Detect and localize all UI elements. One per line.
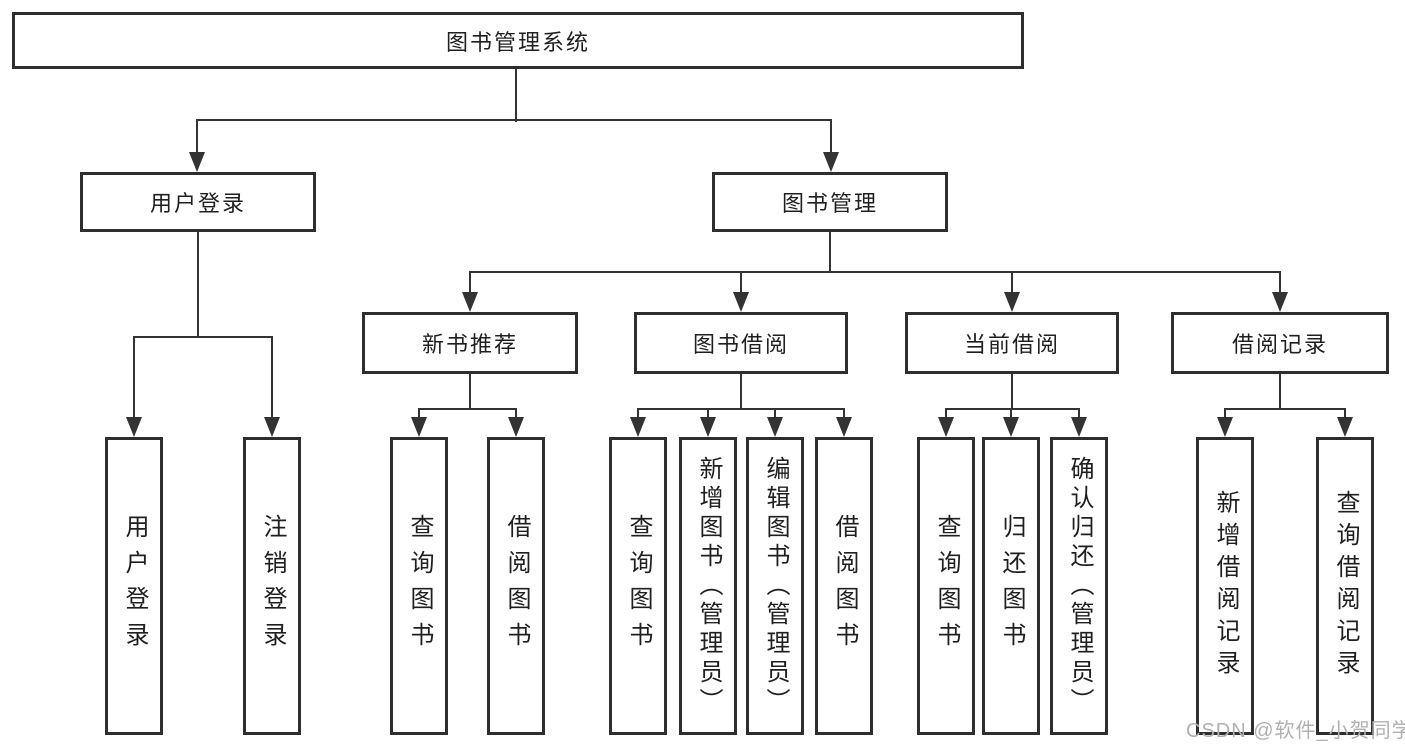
arrow-down-icon [733,292,749,312]
connector-line [1010,408,1012,420]
node-leaf-borrow-book-borrowing: 借阅图书 [815,437,873,735]
connector-line [1011,374,1013,410]
connector-line [945,408,947,420]
connector-line [637,408,845,410]
node-library-management-system: 图书管理系统 [12,12,1024,69]
connector-line [843,408,845,420]
connector-line [133,336,135,419]
connector-line [469,374,471,410]
node-book-borrowing: 图书借阅 [634,312,848,374]
connector-line [1078,408,1080,420]
arrow-down-icon [630,417,646,437]
arrow-down-icon [767,417,783,437]
node-label: 编辑图书（管理员） [762,455,789,717]
connector-line [830,120,832,154]
node-leaf-query-book-borrowing: 查询图书 [609,437,667,735]
arrow-down-icon [823,152,839,172]
arrow-down-icon [1337,417,1353,437]
connector-line [707,408,709,420]
node-leaf-query-book-current: 查询图书 [917,437,975,735]
connector-line [1279,271,1281,295]
node-user-login-group: 用户登录 [80,172,316,232]
connector-line [637,408,639,420]
node-current-borrowing: 当前借阅 [905,312,1119,374]
node-label: 图书管理 [781,191,878,216]
node-label: 查询借阅记录 [1332,490,1359,682]
node-leaf-return-book: 归还图书 [982,437,1040,735]
connector-line [418,408,420,420]
connector-line [945,408,1080,410]
node-label: 用户登录 [149,191,246,216]
connector-line [418,408,517,410]
connector-line [515,68,517,122]
node-label: 新书推荐 [421,332,518,357]
connector-line [740,374,742,410]
node-label: 当前借阅 [963,332,1060,357]
node-label: 注销登录 [259,514,286,658]
connector-line [271,336,273,419]
node-borrowing-records: 借阅记录 [1171,312,1389,374]
arrow-down-icon [1003,417,1019,437]
connector-line [469,271,1281,273]
connector-line [774,408,776,420]
node-label: 查询图书 [933,514,960,658]
arrow-down-icon [264,417,280,437]
connector-line [740,271,742,295]
arrow-down-icon [189,152,205,172]
arrow-down-icon [1272,292,1288,312]
connector-line [133,336,273,338]
connector-line [469,271,471,295]
node-label: 查询图书 [406,514,433,658]
connector-line [1344,408,1346,420]
node-label: 新增图书（管理员） [695,455,722,717]
connector-line [1224,408,1346,410]
node-label: 归还图书 [998,514,1025,658]
node-leaf-query-book-recommend: 查询图书 [390,437,448,735]
node-label: 借阅图书 [831,514,858,658]
node-label: 新增借阅记录 [1212,490,1239,682]
connector-line [196,119,832,121]
arrow-down-icon [508,417,524,437]
connector-line [515,408,517,420]
node-leaf-user-login: 用户登录 [105,437,163,735]
arrow-down-icon [1071,417,1087,437]
node-leaf-add-book-admin: 新增图书（管理员） [679,437,737,735]
connector-line [1224,408,1226,420]
watermark-text: CSDN @软件_小贺同学 [1186,720,1405,742]
arrow-down-icon [700,417,716,437]
node-label: 图书借阅 [692,332,789,357]
arrow-down-icon [1004,292,1020,312]
node-label: 确认归还（管理员） [1066,455,1093,717]
node-book-management-group: 图书管理 [712,172,948,232]
node-leaf-borrow-book-recommend: 借阅图书 [487,437,545,735]
node-leaf-confirm-return-admin: 确认归还（管理员） [1050,437,1108,735]
connector-line [1011,271,1013,295]
node-leaf-edit-book-admin: 编辑图书（管理员） [746,437,804,735]
arrow-down-icon [938,417,954,437]
connector-line [1279,374,1281,410]
node-leaf-query-borrow-record: 查询借阅记录 [1316,437,1374,735]
node-label: 图书管理系统 [445,29,590,55]
node-label: 借阅图书 [503,514,530,658]
connector-line [197,232,199,338]
node-label: 查询图书 [625,514,652,658]
node-label: 用户登录 [121,514,148,658]
node-leaf-add-borrow-record: 新增借阅记录 [1196,437,1254,735]
arrow-down-icon [126,417,142,437]
connector-line [829,232,831,273]
arrow-down-icon [411,417,427,437]
node-label: 借阅记录 [1231,332,1328,357]
connector-line [196,120,198,154]
node-leaf-logout: 注销登录 [243,437,301,735]
arrow-down-icon [1217,417,1233,437]
node-new-book-recommendation: 新书推荐 [362,312,578,374]
arrow-down-icon [462,292,478,312]
arrow-down-icon [836,417,852,437]
